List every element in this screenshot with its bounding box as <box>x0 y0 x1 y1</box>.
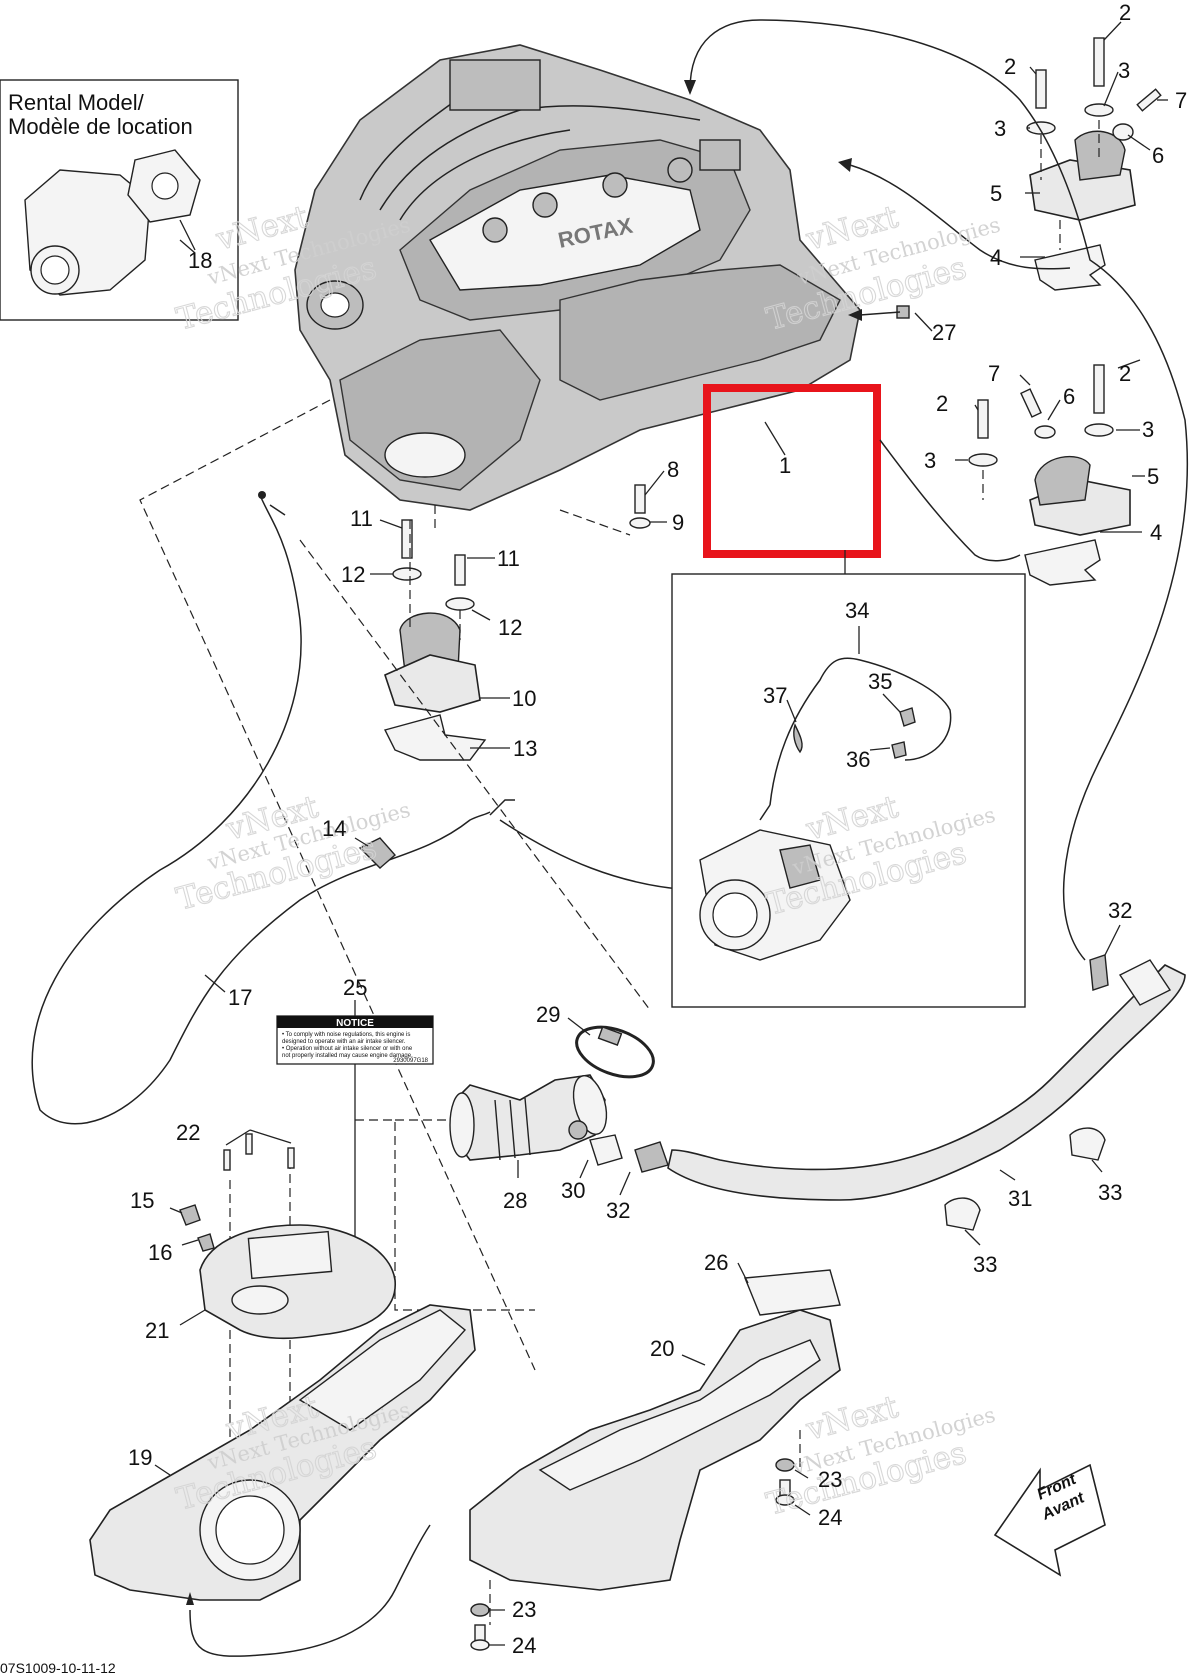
callout-6[interactable]: 6 <box>1063 384 1075 409</box>
callout-26[interactable]: 26 <box>704 1250 728 1275</box>
callout-8[interactable]: 8 <box>667 457 679 482</box>
front-direction-arrow: Front Avant <box>993 1463 1106 1577</box>
callout-30[interactable]: 30 <box>561 1178 585 1203</box>
highlight-box-part-1[interactable] <box>703 384 881 558</box>
callout-37[interactable]: 37 <box>763 683 787 708</box>
callout-3[interactable]: 3 <box>994 116 1006 141</box>
callout-numbers: 1 2 2 2 2 3 3 3 3 4 4 5 5 6 6 7 7 8 9 10… <box>128 0 1187 1658</box>
callout-5[interactable]: 5 <box>1147 464 1159 489</box>
rental-model-inset: Rental Model/ Modèle de location <box>0 79 239 321</box>
callout-25[interactable]: 25 <box>343 975 367 1000</box>
callout-32[interactable]: 32 <box>1108 898 1132 923</box>
callout-3[interactable]: 3 <box>1142 417 1154 442</box>
callout-18[interactable]: 18 <box>188 248 212 273</box>
callout-22[interactable]: 22 <box>176 1120 200 1145</box>
callout-4[interactable]: 4 <box>1150 520 1162 545</box>
notice-heading: NOTICE <box>336 1018 374 1029</box>
notice-line-3: • Operation without air intake silencer … <box>282 1046 413 1052</box>
callout-2[interactable]: 2 <box>1119 0 1131 25</box>
callout-32[interactable]: 32 <box>606 1198 630 1223</box>
callout-13[interactable]: 13 <box>513 736 537 761</box>
callout-2[interactable]: 2 <box>1119 361 1131 386</box>
callout-17[interactable]: 17 <box>228 985 252 1010</box>
notice-line-2: designed to operate with an air intake s… <box>282 1039 406 1045</box>
cables <box>31 19 1189 1125</box>
callout-33[interactable]: 33 <box>973 1252 997 1277</box>
callout-3[interactable]: 3 <box>1118 58 1130 83</box>
callout-24[interactable]: 24 <box>512 1633 536 1658</box>
callout-11[interactable]: 11 <box>350 506 373 531</box>
airbox-base <box>89 1304 476 1657</box>
callout-23[interactable]: 23 <box>512 1597 536 1622</box>
intake-silencer <box>469 1269 841 1591</box>
callout-28[interactable]: 28 <box>503 1188 527 1213</box>
callout-23[interactable]: 23 <box>818 1467 842 1492</box>
callout-24[interactable]: 24 <box>818 1505 842 1530</box>
callout-16[interactable]: 16 <box>148 1240 172 1265</box>
callout-19[interactable]: 19 <box>128 1445 152 1470</box>
callout-10[interactable]: 10 <box>512 686 536 711</box>
throttle-body-inset <box>671 550 1026 1008</box>
callout-3[interactable]: 3 <box>924 448 936 473</box>
notice-code: 2930097G18 <box>393 1058 428 1064</box>
callout-21[interactable]: 21 <box>145 1318 169 1343</box>
intake-parts <box>449 954 1186 1231</box>
engine-mount-center <box>383 505 487 761</box>
callout-4[interactable]: 4 <box>990 245 1002 270</box>
inset-title-line2: Modèle de location <box>8 114 193 139</box>
callout-12[interactable]: 12 <box>498 615 522 640</box>
callout-7[interactable]: 7 <box>1175 88 1187 113</box>
callout-15[interactable]: 15 <box>130 1188 154 1213</box>
callout-14[interactable]: 14 <box>322 816 346 841</box>
notice-line-4: not properly installed may cause engine … <box>282 1053 413 1059</box>
engine-mount-upper-right <box>1026 37 1162 291</box>
callout-5[interactable]: 5 <box>990 181 1002 206</box>
inset-title-line1: Rental Model/ <box>8 90 145 115</box>
notice-decal: NOTICE • To comply with noise regulation… <box>276 1000 434 1260</box>
callout-2[interactable]: 2 <box>936 391 948 416</box>
callout-27[interactable]: 27 <box>932 320 956 345</box>
callout-34[interactable]: 34 <box>845 598 869 623</box>
callout-20[interactable]: 20 <box>650 1336 674 1361</box>
callout-2[interactable]: 2 <box>1004 54 1016 79</box>
callout-36[interactable]: 36 <box>846 747 870 772</box>
callout-9[interactable]: 9 <box>672 510 684 535</box>
callout-31[interactable]: 31 <box>1008 1186 1032 1211</box>
leader-lines <box>154 21 1168 1646</box>
drawing-code: 07S1009-10-11-12 <box>0 1660 116 1676</box>
airbox-cover <box>179 1129 396 1340</box>
callout-7[interactable]: 7 <box>988 361 1000 386</box>
engine-assembly: ROTAX <box>294 44 861 511</box>
callout-33[interactable]: 33 <box>1098 1180 1122 1205</box>
callout-12[interactable]: 12 <box>341 562 365 587</box>
callout-35[interactable]: 35 <box>868 669 892 694</box>
callout-6[interactable]: 6 <box>1152 143 1164 168</box>
callout-29[interactable]: 29 <box>536 1002 560 1027</box>
engine-mount-lower-right <box>968 364 1131 586</box>
callout-1[interactable]: 1 <box>779 453 791 478</box>
bolt-8-washer-9 <box>559 484 651 536</box>
callout-11[interactable]: 11 <box>497 546 520 571</box>
notice-line-1: • To comply with noise regulations, this… <box>282 1032 410 1038</box>
